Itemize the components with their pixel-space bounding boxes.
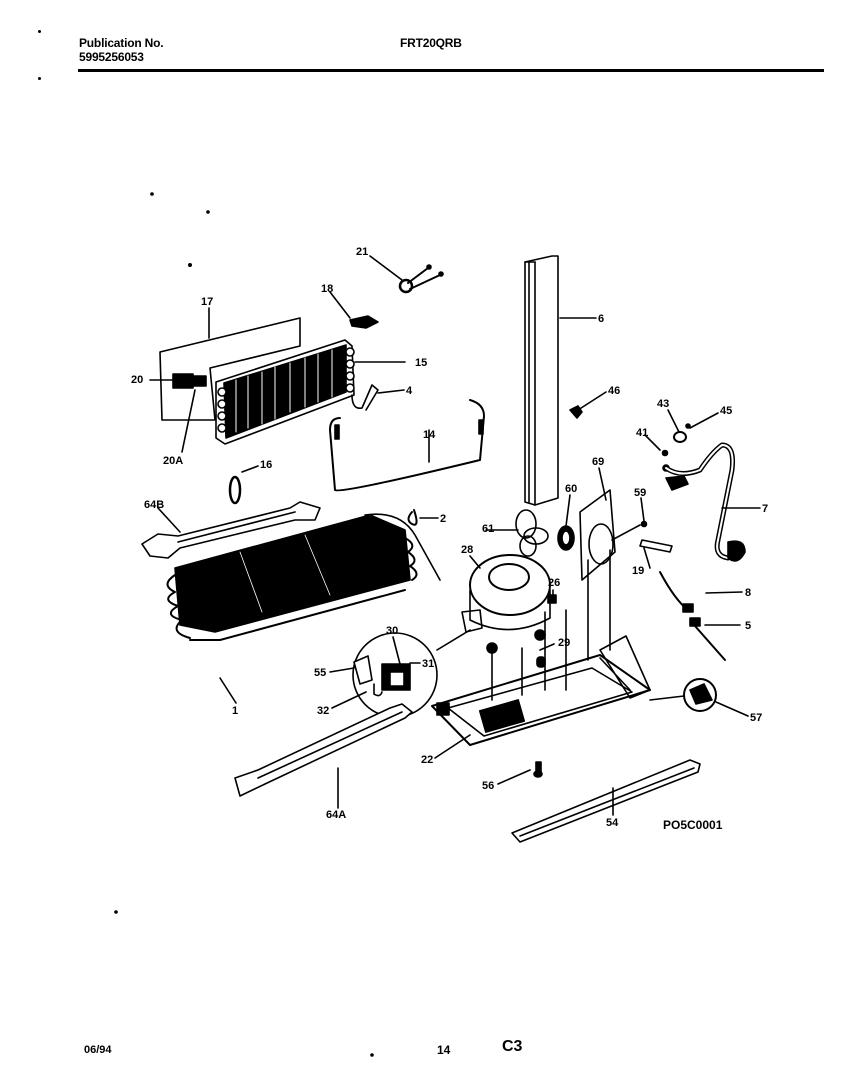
callout-30: 30	[386, 625, 398, 637]
callout-2: 2	[440, 513, 446, 525]
callout-69: 69	[592, 456, 604, 468]
part-1-condenser	[166, 513, 441, 641]
callout-17: 17	[201, 296, 213, 308]
part-22-base	[431, 635, 651, 746]
callout-41: 41	[636, 427, 648, 439]
callout-8: 8	[745, 587, 751, 599]
callout-21: 21	[356, 246, 368, 258]
callout-6: 6	[598, 313, 604, 325]
callout-19: 19	[632, 565, 644, 577]
callout-31: 31	[422, 658, 434, 670]
callout-7: 7	[762, 503, 768, 515]
callout-56: 56	[482, 780, 494, 792]
figure-code: PO5C0001	[663, 818, 723, 832]
callout-43: 43	[657, 398, 669, 410]
part-15-evaporator	[215, 339, 355, 445]
callout-46: 46	[608, 385, 620, 397]
callout-61: 61	[482, 523, 494, 535]
callout-54: 54	[606, 817, 619, 829]
publication-number: 5995256053	[79, 50, 144, 64]
model-number: FRT20QRB	[400, 36, 462, 50]
callout-5: 5	[745, 620, 751, 632]
callout-28: 28	[461, 544, 473, 556]
callout-20: 20	[131, 374, 143, 386]
callout-55: 55	[314, 667, 326, 679]
callout-22: 22	[421, 754, 433, 766]
callout-20a: 20A	[163, 455, 183, 467]
callout-14: 14	[423, 429, 436, 441]
callout-60: 60	[565, 483, 577, 495]
footer-section: C3	[502, 1038, 523, 1055]
callout-29: 29	[558, 637, 570, 649]
callout-16: 16	[260, 459, 272, 471]
scan-speck	[38, 30, 41, 33]
part-28-compressor	[461, 554, 557, 668]
callout-45: 45	[720, 405, 732, 417]
callout-57: 57	[750, 712, 762, 724]
footer-page: 14	[437, 1043, 451, 1057]
callout-64a: 64A	[326, 809, 346, 821]
header-rule	[78, 69, 824, 72]
footer-date: 06/94	[84, 1044, 112, 1056]
scan-speck	[38, 77, 41, 80]
part-61-fan	[515, 509, 549, 557]
callout-15: 15	[415, 357, 427, 369]
part-6-channel	[524, 255, 559, 506]
callout-26: 26	[548, 577, 560, 589]
callout-18: 18	[321, 283, 333, 295]
callout-4: 4	[406, 385, 413, 397]
callout-64b: 64B	[144, 499, 164, 511]
part-17-panel	[159, 317, 301, 421]
callout-1: 1	[232, 705, 238, 717]
publication-label: Publication No.	[79, 36, 164, 50]
callout-59: 59	[634, 487, 646, 499]
part-20-bracket	[172, 373, 207, 389]
callout-32: 32	[317, 705, 329, 717]
